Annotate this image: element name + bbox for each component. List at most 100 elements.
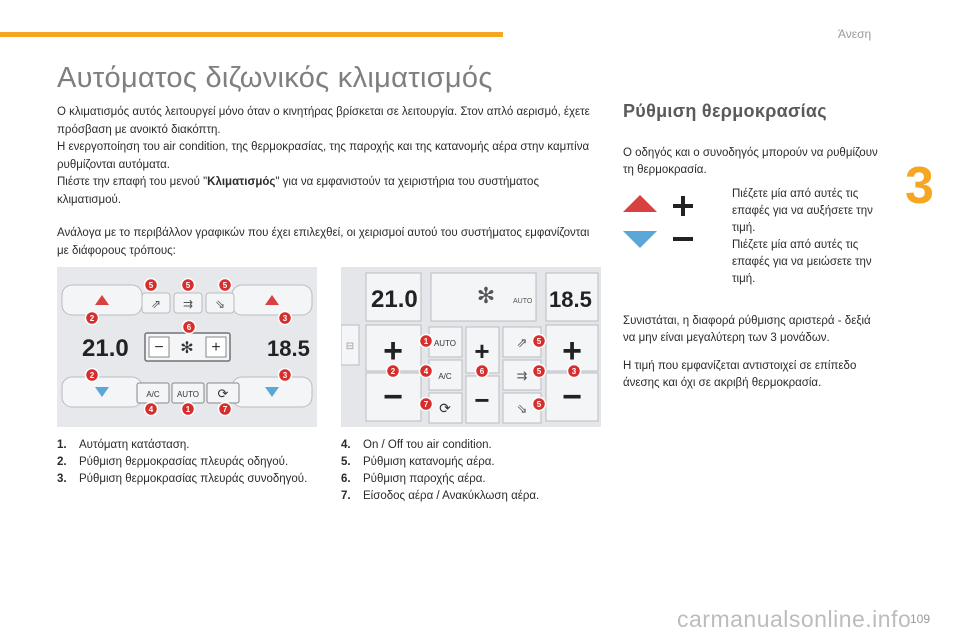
screen-side-tab[interactable] [340, 324, 360, 366]
top-accent-bar [0, 32, 503, 37]
callout-number: 2 [391, 367, 396, 376]
up-arrow-icon [623, 195, 657, 212]
auto-button-label: AUTO [177, 390, 199, 399]
callout-marker [531, 396, 547, 412]
auto-button-label: AUTO [434, 339, 456, 348]
value-note: Η τιμή που εμφανίζεται αντιστοιχεί σε επ… [623, 360, 857, 389]
air-distribution-button[interactable] [141, 292, 171, 314]
ac-button[interactable] [428, 359, 463, 391]
legend-item: 2.Ρύθμιση θερμοκρασίας πλευράς οδηγού. [57, 456, 289, 468]
side-tab-icon: ⊟ [346, 341, 354, 352]
callout-marker [418, 333, 434, 349]
page-title: Αυτόματος διζωνικός κλιματισμός [57, 62, 493, 94]
fan-decrease-button[interactable] [465, 375, 500, 424]
air-flow-icon: ⇘ [215, 297, 225, 311]
plus-icon: + [562, 332, 582, 370]
callout-number: 4 [149, 405, 154, 414]
callout-number: 2 [90, 314, 95, 323]
air-flow-icon: ⇗ [151, 297, 161, 311]
minus-icon: − [562, 378, 582, 416]
callout-number: 3 [283, 314, 288, 323]
legend-item: 7.Είσοδος αέρα / Ανακύκλωση αέρα. [341, 490, 540, 502]
control-panel-touchscreen: ⊟ 21.0 18.5 ✻ AUTO + − AUTO A/C ⟳ + − ⇗ … [340, 267, 601, 427]
callout-marker [566, 363, 582, 379]
callout-number: 3 [572, 367, 577, 376]
callout-marker [84, 367, 100, 383]
menu-name: Κλιματισμός [207, 176, 276, 188]
auto-button[interactable] [428, 326, 463, 358]
callout-marker [385, 363, 401, 379]
fan-decrease-button[interactable] [148, 336, 170, 358]
callout-number: 2 [90, 371, 95, 380]
callout-marker [181, 319, 197, 335]
callout-marker [531, 333, 547, 349]
control-panel-physical: ⇗ ⇉ ⇘ 21.0 18.5 − ✻ + A/C AUTO ⟳ [57, 267, 317, 427]
plus-icon: + [474, 336, 489, 366]
recirculation-button[interactable] [428, 392, 463, 424]
chapter-number: 3 [905, 157, 934, 215]
fan-increase-button[interactable] [205, 336, 227, 358]
callout-number: 3 [283, 371, 288, 380]
callout-number: 6 [187, 323, 192, 332]
section-intro: Ο οδηγός και ο συνοδηγός μπορούν να ρυθμ… [623, 147, 878, 176]
minus-icon: − [154, 339, 163, 356]
callout-number: 1 [424, 337, 429, 346]
temp-down-button-passenger[interactable] [545, 372, 599, 422]
air-flow-icon: ⇗ [517, 335, 528, 350]
watermark: carmanualsonline.info [677, 606, 912, 632]
down-arrow-icon [95, 387, 109, 397]
minus-icon: − [474, 385, 489, 415]
callout-marker [277, 310, 293, 326]
plus-icon: + [211, 339, 220, 356]
air-distribution-button[interactable] [173, 292, 203, 314]
callout-number: 5 [186, 281, 191, 290]
callout-marker [474, 363, 490, 379]
callout-marker [531, 363, 547, 379]
ac-button-label: A/C [146, 390, 160, 399]
section-name: Άνεση [838, 27, 872, 41]
intro-text: Ο κλιματισμός αυτός λειτουργεί μόνο όταν… [57, 104, 597, 209]
page-number: 109 [910, 612, 931, 626]
callout-number: 5 [537, 337, 542, 346]
callout-marker [418, 363, 434, 379]
callout-number: 5 [223, 281, 228, 290]
callout-marker [418, 396, 434, 412]
intro-paragraph-2: Η ενεργοποίηση του air condition, της θε… [57, 141, 590, 171]
air-flow-icon: ⇉ [183, 297, 193, 311]
callout-marker [143, 277, 159, 293]
callout-marker [217, 277, 233, 293]
temp-down-button-driver[interactable] [365, 372, 422, 422]
down-arrow-icon [265, 387, 279, 397]
intro-paragraph-1: Ο κλιματισμός αυτός λειτουργεί μόνο όταν… [57, 106, 590, 136]
temp-up-button-driver[interactable] [365, 324, 422, 372]
fan-icon: ✻ [477, 283, 495, 308]
callout-number: 5 [537, 400, 542, 409]
plus-icon: + [383, 332, 403, 370]
temperature-display-passenger: 18.5 [549, 287, 592, 312]
temperature-display-passenger: 18.5 [267, 336, 310, 361]
recirculation-icon: ⟳ [439, 400, 451, 416]
legend-item: 3.Ρύθμιση θερμοκρασίας πλευράς συνοδηγού… [57, 473, 308, 485]
air-distribution-button[interactable] [205, 292, 235, 314]
minus-icon [673, 237, 693, 241]
callout-number: 7 [223, 405, 228, 414]
display-modes-paragraph: Ανάλογα με το περιβάλλον γραφικών που έχ… [57, 227, 590, 257]
recommendation-note: Συνιστάται, η διαφορά ρύθμισης αριστερά … [623, 315, 871, 344]
callout-marker [180, 401, 196, 417]
legend-list-right: 4.On / Off του air condition. 5.Ρύθμιση … [341, 437, 601, 505]
legend-item: 4.On / Off του air condition. [341, 439, 492, 451]
temperature-display-driver: 21.0 [82, 335, 129, 362]
bullet-list: Πιέζετε μία από αυτές τις επαφές για να … [710, 186, 890, 288]
legend-item: 5.Ρύθμιση κατανομής αέρα. [341, 456, 495, 468]
ac-button-label: A/C [438, 372, 452, 381]
callout-number: 5 [537, 367, 542, 376]
legend-item: 6.Ρύθμιση παροχής αέρα. [341, 473, 486, 485]
temp-up-button-passenger[interactable] [545, 324, 599, 372]
fan-icon: ✻ [180, 340, 193, 357]
air-flow-icon: ⇉ [517, 368, 528, 383]
temperature-display-driver: 21.0 [371, 286, 418, 313]
fan-auto-label: AUTO [513, 298, 533, 305]
callout-marker [143, 401, 159, 417]
temperature-buttons-illustration [623, 195, 693, 248]
recirculation-icon: ⟳ [218, 386, 229, 401]
